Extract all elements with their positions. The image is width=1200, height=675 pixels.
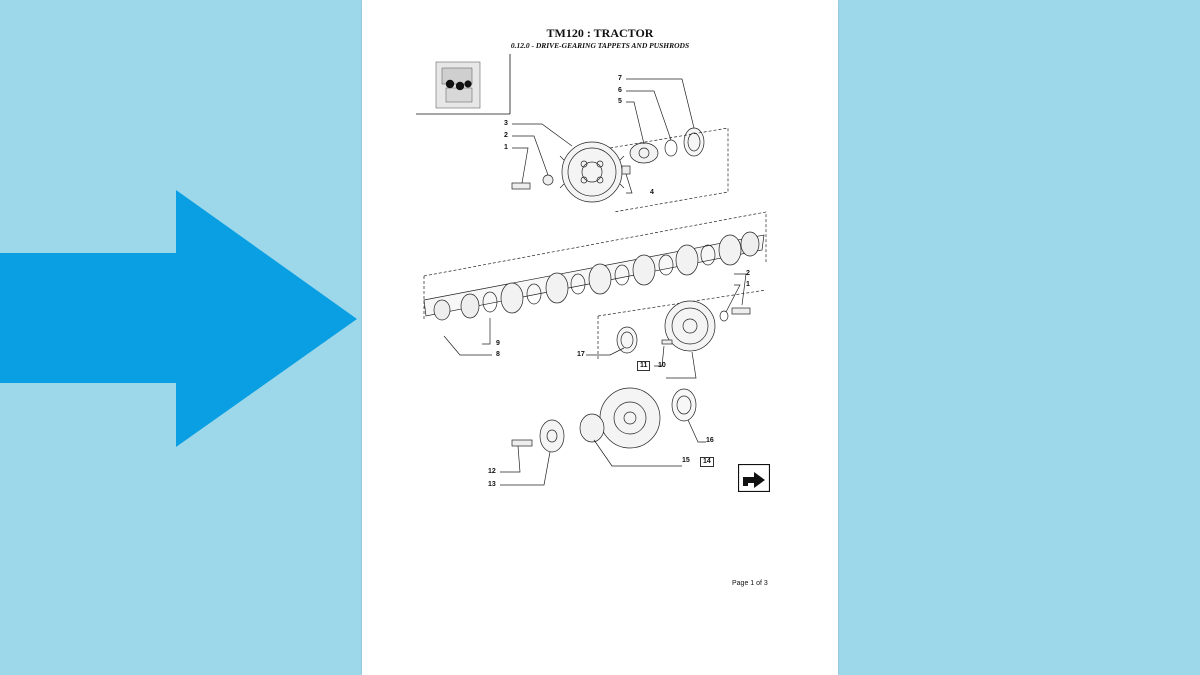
document-page: TM120 : TRACTOR 0.12.0 - DRIVE-GEARING T… bbox=[362, 0, 838, 675]
callout-label: 9 bbox=[496, 340, 500, 347]
callout-label: 14 bbox=[700, 457, 714, 467]
callout-label: 15 bbox=[682, 457, 690, 464]
camshaft bbox=[423, 231, 765, 321]
bottom-gear bbox=[599, 387, 661, 449]
callout-label: 5 bbox=[618, 98, 622, 105]
callout-label: 1 bbox=[504, 144, 508, 151]
callout-label: 4 bbox=[650, 189, 654, 196]
callout-label: 2 bbox=[746, 270, 750, 277]
right-arrow-icon bbox=[0, 190, 357, 447]
callout-label: 2 bbox=[504, 132, 508, 139]
callout-label: 13 bbox=[488, 481, 496, 488]
callout-label: 10 bbox=[658, 362, 666, 369]
callout-label: 17 bbox=[577, 351, 585, 358]
page-subtitle: 0.12.0 - DRIVE-GEARING TAPPETS AND PUSHR… bbox=[510, 41, 690, 50]
callout-label: 3 bbox=[504, 120, 508, 127]
callout-label: 7 bbox=[618, 75, 622, 82]
callout-label: 11 bbox=[637, 361, 651, 371]
parts-diagram bbox=[423, 78, 767, 486]
callout-label: 8 bbox=[496, 351, 500, 358]
middle-gear bbox=[664, 300, 716, 352]
callout-label: 12 bbox=[488, 468, 496, 475]
callout-label: 16 bbox=[706, 437, 714, 444]
callout-label: 6 bbox=[618, 87, 622, 94]
top-gear bbox=[559, 141, 625, 203]
callout-label: 1 bbox=[746, 281, 750, 288]
page-indicator: Page 1 of 3 bbox=[732, 580, 768, 587]
next-page-icon[interactable] bbox=[738, 464, 770, 492]
engine-thumbnail bbox=[416, 54, 511, 115]
page-title: TM120 : TRACTOR bbox=[546, 26, 654, 40]
